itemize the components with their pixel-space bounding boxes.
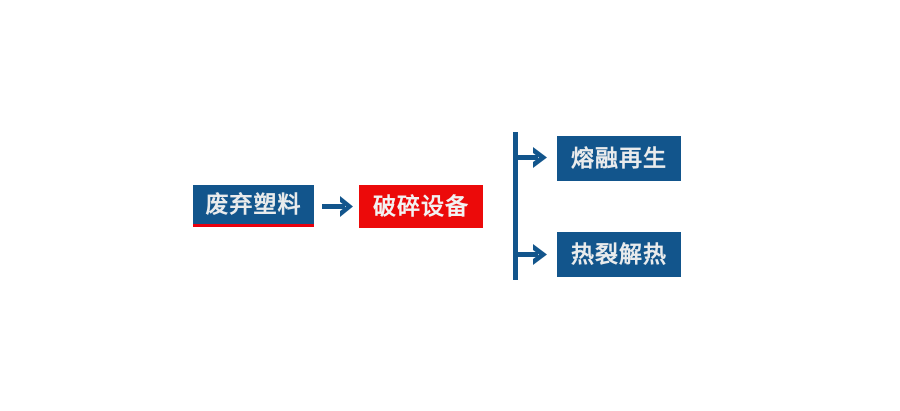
node-waste-plastic-label: 废弃塑料 (205, 191, 302, 217)
connector-branch-bracket (508, 128, 566, 284)
node-waste-plastic[interactable]: 废弃塑料 (193, 185, 314, 227)
node-melt-recycling-label: 熔融再生 (571, 145, 667, 171)
node-crushing-equipment-label: 破碎设备 (373, 193, 469, 219)
node-crushing-equipment[interactable]: 破碎设备 (359, 185, 483, 228)
arrow-source-to-process (320, 190, 356, 224)
node-pyrolysis-heat[interactable]: 热裂解热 (557, 232, 681, 277)
node-melt-recycling[interactable]: 熔融再生 (557, 136, 681, 181)
bracket-split-icon (513, 132, 547, 280)
node-pyrolysis-heat-label: 热裂解热 (571, 241, 667, 267)
arrow-right-icon (322, 196, 353, 217)
